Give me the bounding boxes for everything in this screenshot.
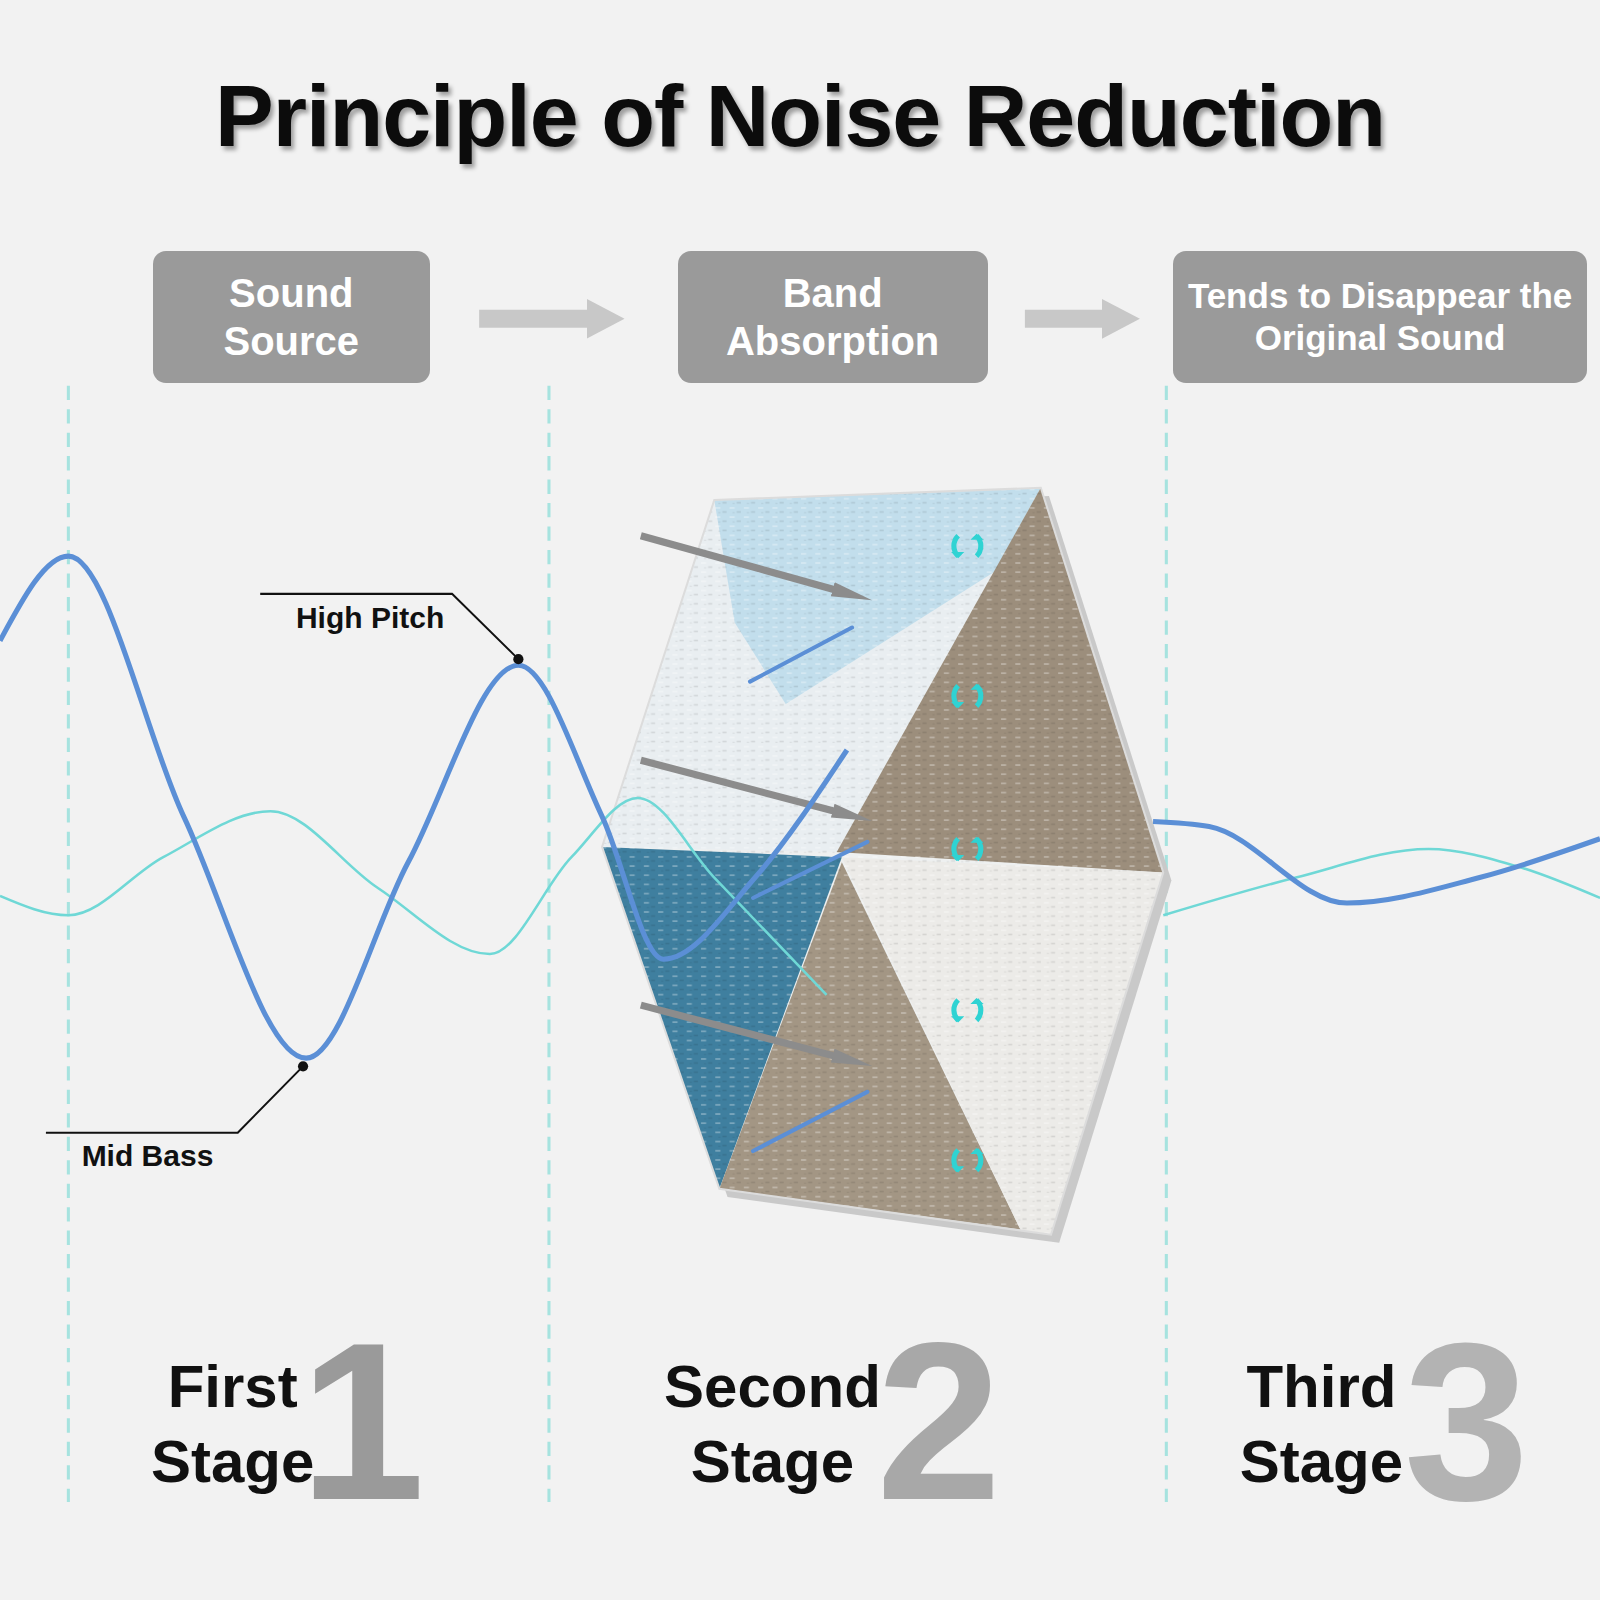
flow-arrow <box>1025 310 1103 328</box>
title: Principle of Noise Reduction <box>0 63 1600 169</box>
leader-dot <box>513 654 523 664</box>
title-text: Principle of Noise Reduction <box>215 66 1385 165</box>
leader-line <box>260 594 515 656</box>
rotation-icon <box>951 998 984 1022</box>
bass-label: Mid Bass <box>82 1138 214 1174</box>
sound-waves <box>0 556 1600 1058</box>
stage-label: Second Stage <box>642 1349 902 1499</box>
leader-line <box>46 1069 300 1132</box>
rotation-icon <box>951 1148 984 1172</box>
box-label: Tends to Disappear the Original Sound <box>1187 275 1572 359</box>
panel-texture <box>602 488 1163 1235</box>
flow-arrow <box>479 310 587 328</box>
stage-box: Band Absorption <box>678 251 988 383</box>
rotation-icons <box>951 534 984 1173</box>
rotation-icon <box>951 837 984 861</box>
rotation-icon <box>951 684 984 708</box>
stage-box: Tends to Disappear the Original Sound <box>1173 251 1586 383</box>
stage-number: 2 <box>839 1309 1039 1534</box>
incoming-arrow <box>641 1005 835 1056</box>
divider <box>1165 386 1168 1502</box>
reflected-stroke <box>750 628 852 682</box>
stage-number: 3 <box>1366 1309 1566 1534</box>
reflected-strokes <box>750 628 867 1151</box>
pitch-label: High Pitch <box>296 600 444 636</box>
box-label: Band Absorption <box>692 269 974 365</box>
stage-box: Sound Source <box>153 251 430 383</box>
bass-wave <box>0 556 847 1058</box>
box-label: Sound Source <box>167 269 416 365</box>
reflected-stroke <box>753 842 867 898</box>
divider <box>547 386 550 1502</box>
reflected-stroke <box>753 1092 867 1151</box>
acoustic-panel <box>602 488 1171 1243</box>
stage-number: 1 <box>262 1309 462 1534</box>
divider <box>67 386 70 1502</box>
panel-outline <box>602 488 1163 1235</box>
rotation-icon <box>951 534 984 558</box>
incoming-arrows <box>641 536 835 1056</box>
incoming-arrow <box>641 536 835 590</box>
leader-dot <box>298 1061 308 1071</box>
panel-base <box>602 488 1163 1235</box>
incoming-arrow <box>641 760 835 811</box>
leader-lines <box>46 594 515 1133</box>
treble-wave <box>0 798 827 995</box>
bass-wave <box>1153 821 1600 903</box>
